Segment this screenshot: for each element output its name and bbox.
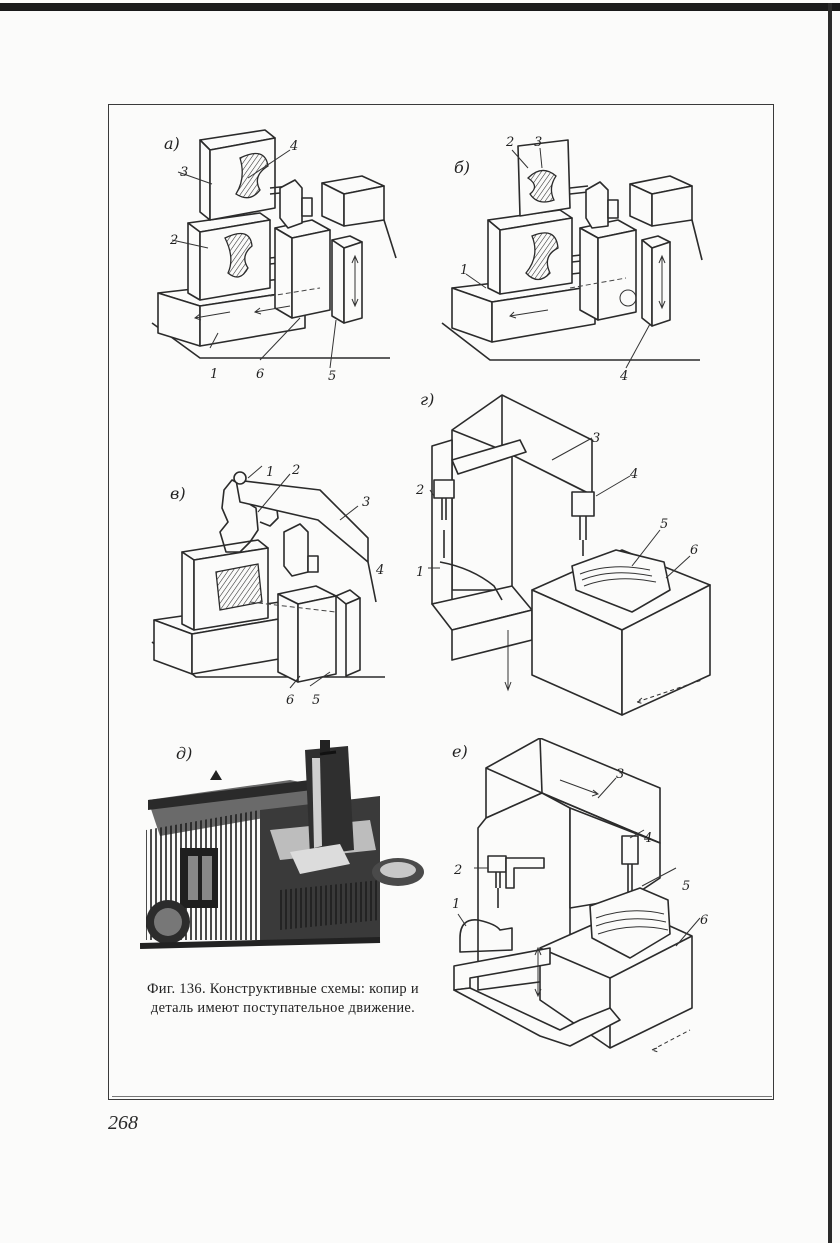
svg-text:2: 2 [453,863,462,878]
svg-text:4: 4 [289,139,298,154]
svg-text:1: 1 [452,897,460,912]
svg-text:3: 3 [534,135,542,150]
svg-text:6: 6 [256,367,264,382]
panel-a-drawing: 4 3 2 1 6 5 [140,128,410,388]
panel-a-label: а) [164,134,180,153]
figure-caption: Фиг. 136. Конструктивные схемы: копир и … [132,980,434,1018]
svg-text:3: 3 [592,431,600,446]
svg-text:4: 4 [375,563,384,578]
svg-text:5: 5 [660,517,668,532]
svg-text:4: 4 [643,831,652,846]
svg-text:6: 6 [690,543,698,558]
panel-v-diagram: 1 2 3 4 6 5 в) [140,452,400,722]
right-page-edge [828,3,832,1243]
panel-b-drawing: 2 3 1 4 [430,128,720,388]
svg-text:1: 1 [460,263,468,278]
page-number: 268 [108,1112,138,1135]
panel-d-machine-photo [140,740,428,952]
svg-text:2: 2 [505,135,514,150]
svg-text:2: 2 [169,233,178,248]
svg-text:3: 3 [180,165,188,180]
svg-text:1: 1 [210,367,218,382]
panel-e-drawing: 3 4 2 5 1 6 [430,738,722,1078]
panel-e-label: е) [452,742,468,761]
frame-bottom-rule [112,1096,772,1097]
panel-d-label: д) [176,744,192,763]
svg-text:6: 6 [286,693,294,708]
svg-text:3: 3 [616,767,624,782]
svg-text:3: 3 [362,495,370,510]
panel-g-diagram: 3 2 4 5 6 1 г) [412,390,722,720]
panel-g-label: г) [420,390,434,409]
svg-text:1: 1 [266,465,274,480]
panel-b-diagram: 2 3 1 4 б) [430,128,720,388]
svg-text:5: 5 [682,879,690,894]
svg-text:4: 4 [629,467,638,482]
svg-text:1: 1 [416,565,424,580]
panel-b-label: б) [454,158,470,177]
svg-text:4: 4 [619,369,628,384]
panel-a-diagram: 4 3 2 1 6 5 а) [140,128,410,388]
panel-d-photo: д) [140,740,428,952]
top-page-rule [0,3,840,11]
svg-text:5: 5 [312,693,320,708]
panel-g-drawing: 3 2 4 5 6 1 [412,390,722,720]
panel-e-diagram: 3 4 2 5 1 6 е) [430,738,722,1078]
panel-v-label: в) [170,484,186,503]
svg-text:2: 2 [291,463,300,478]
svg-text:2: 2 [415,483,424,498]
svg-text:5: 5 [328,369,336,384]
svg-text:6: 6 [700,913,708,928]
